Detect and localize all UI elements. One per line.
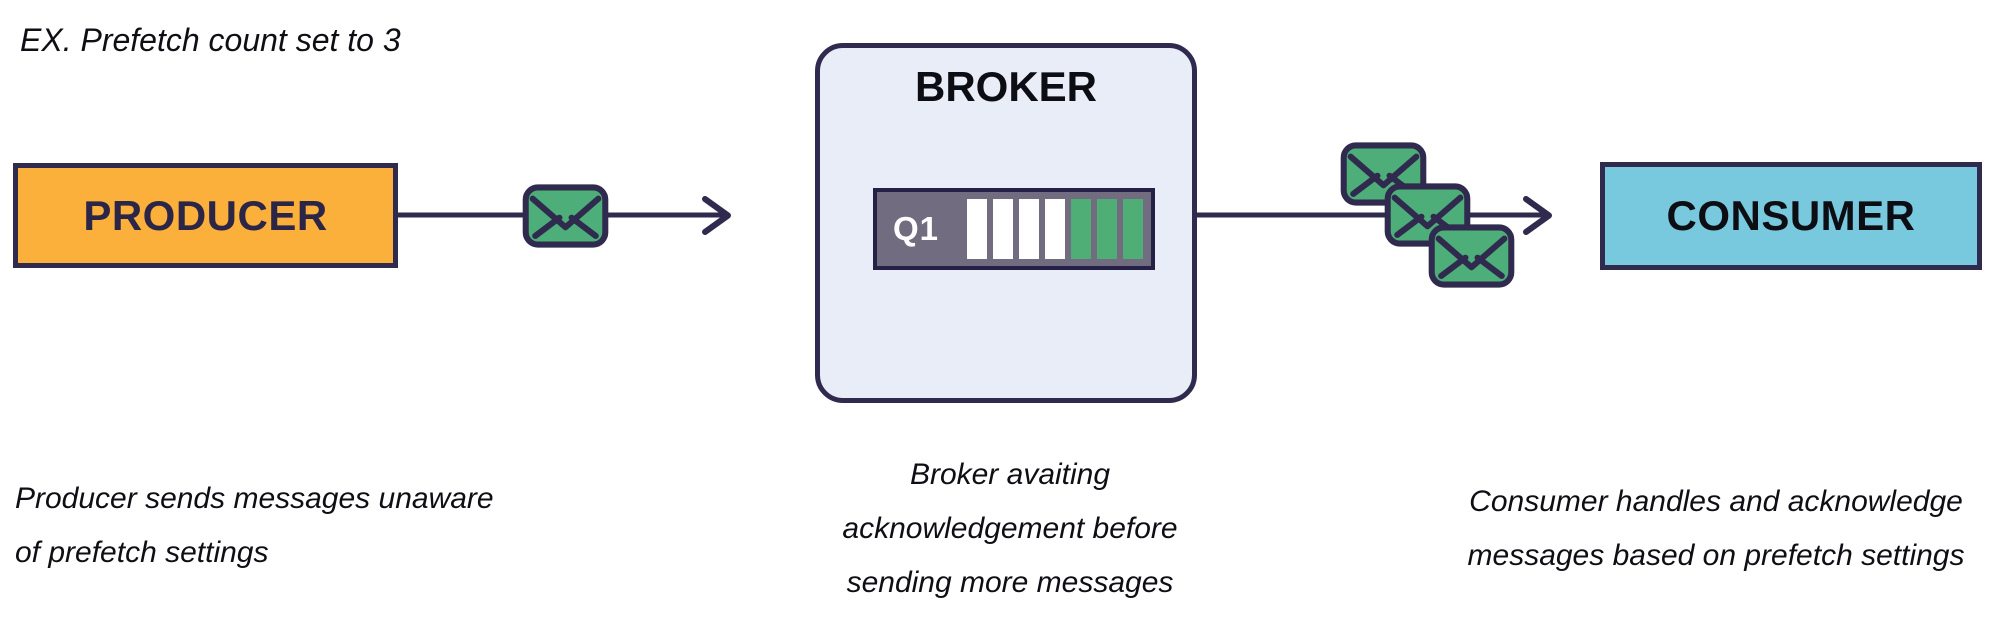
queue-pending-message-bar <box>993 199 1014 259</box>
broker-node: BROKER Q1 <box>815 43 1197 403</box>
consumer-caption: Consumer handles and acknowledge message… <box>1456 475 1976 583</box>
queue-q1: Q1 <box>873 188 1155 270</box>
caption-line: Producer sends messages unaware <box>15 482 494 515</box>
queue-message-bars <box>967 199 1144 259</box>
queue-pending-message-bar <box>1019 199 1040 259</box>
producer-label: PRODUCER <box>83 191 328 239</box>
producer-caption: Producer sends messages unaware of prefe… <box>15 472 495 580</box>
caption-line: acknowledgement before <box>842 512 1178 545</box>
chevron-right-icon <box>1523 196 1552 235</box>
queue-pending-message-bar <box>1045 199 1066 259</box>
diagram-title: EX. Prefetch count set to 3 <box>20 22 401 58</box>
caption-line: of prefetch settings <box>15 536 269 569</box>
queue-prefetched-message-bar <box>1123 199 1144 259</box>
caption-line: sending more messages <box>846 566 1174 599</box>
caption-line: Broker avaiting <box>909 458 1111 491</box>
caption-line: messages based on prefetch settings <box>1467 539 1965 572</box>
chevron-right-icon <box>702 196 731 235</box>
envelope-icon <box>1428 224 1515 288</box>
queue-name-label: Q1 <box>893 210 940 247</box>
caption-line: Consumer handles and acknowledge <box>1469 485 1963 518</box>
consumer-label: CONSUMER <box>1666 192 1916 239</box>
producer-node: PRODUCER <box>13 163 398 268</box>
consumer-node: CONSUMER <box>1600 162 1982 270</box>
queue-prefetched-message-bar <box>1071 199 1092 259</box>
queue-pending-message-bar <box>967 199 988 259</box>
envelope-icon <box>522 184 609 248</box>
broker-label: BROKER <box>914 63 1097 110</box>
queue-prefetched-message-bar <box>1097 199 1118 259</box>
broker-caption: Broker avaiting acknowledgement before s… <box>760 448 1260 610</box>
